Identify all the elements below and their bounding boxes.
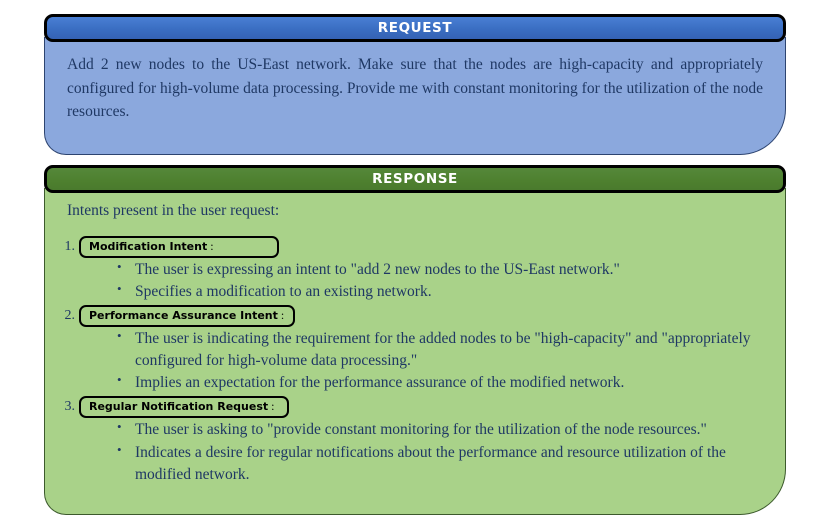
intent-header: 2. Performance Assurance Intent : [59,305,765,327]
intent-header: 3. Regular Notification Request : [59,396,765,419]
response-intro-text: Intents present in the user request: [67,202,280,219]
intent-number: 2. [64,308,76,323]
intent-tag-label: Performance Assurance Intent [89,309,278,322]
intent-tag-colon: : [271,399,275,414]
bullet-item: Implies an expectation for the performan… [59,371,765,394]
intent-bullets: The user is expressing an intent to "add… [59,258,765,303]
intent-item: 3. Regular Notification Request : The us… [59,396,765,485]
intent-number: 3. [64,399,76,415]
intent-list: 1. Modification Intent : The user is exp… [59,235,765,486]
bullet-item: The user is expressing an intent to "add… [59,258,765,281]
intent-tag-colon: : [210,238,214,253]
bullet-item: Indicates a desire for regular notificat… [59,441,765,486]
intent-item: 2. Performance Assurance Intent : The us… [59,305,765,394]
response-body: Intents present in the user request: 1. … [44,188,786,515]
intent-bullets: The user is asking to "provide constant … [59,418,765,486]
intent-bullets: The user is indicating the requirement f… [59,327,765,394]
bullet-item: The user is asking to "provide constant … [59,418,765,441]
bullet-item: The user is indicating the requirement f… [59,327,765,372]
bullet-item: Specifies a modification to an existing … [59,280,765,303]
request-text: Add 2 new nodes to the US-East network. … [67,56,763,121]
request-body: Add 2 new nodes to the US-East network. … [44,37,786,155]
intent-number: 1. [64,238,76,254]
intent-item: 1. Modification Intent : The user is exp… [59,235,765,303]
response-header-label: RESPONSE [372,171,458,187]
request-header: REQUEST [44,14,786,42]
intent-tag-label: Regular Notification Request [89,400,269,414]
request-header-label: REQUEST [377,20,453,36]
intent-tag-label: Modification Intent [89,239,208,253]
response-header: RESPONSE [44,165,786,193]
request-card: REQUEST Add 2 new nodes to the US-East n… [44,14,786,155]
intent-header: 1. Modification Intent : [59,235,765,258]
intent-tag-badge: Regular Notification Request : [79,396,289,419]
intent-tag-colon: : [280,308,285,322]
response-card: RESPONSE Intents present in the user req… [44,165,786,515]
intent-tag-badge: Performance Assurance Intent : [79,305,296,327]
intent-tag-badge: Modification Intent : [79,235,279,258]
